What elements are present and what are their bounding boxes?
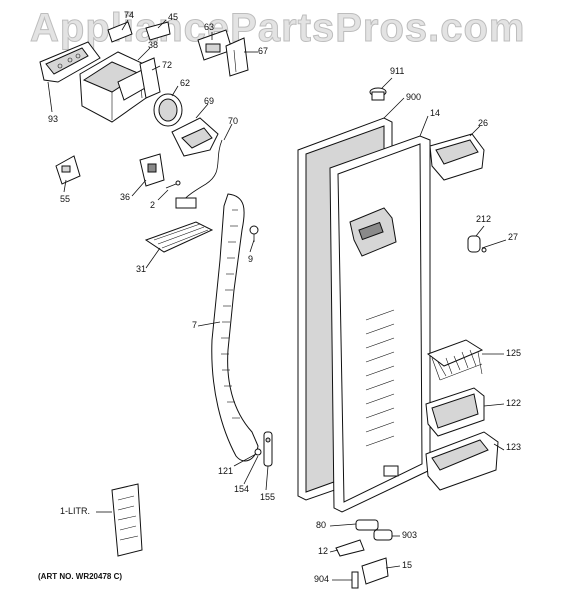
part-122-bin-bracket [425,387,485,437]
part-911-cap [369,87,387,101]
callout-36: 36 [120,192,131,202]
callout-15: 15 [402,560,413,570]
callout-31: 31 [136,264,147,274]
part-36-motor [139,153,165,187]
part-904-screw [351,571,359,589]
part-212-cap [467,235,481,253]
callout-93: 93 [48,114,59,124]
callout-55: 55 [60,194,71,204]
callout-900: 900 [406,92,422,102]
leader-lines [47,19,507,581]
callout-904: 904 [314,574,330,584]
part-31-dispenser-pad [144,221,214,253]
part-67-bracket [225,37,249,77]
part-903-valve [373,529,393,541]
callout-12: 12 [318,546,329,556]
callout-123: 123 [506,442,522,452]
part-1-litr-literature [111,483,143,557]
callout-9: 9 [248,254,254,264]
callout-38: 38 [148,40,159,50]
part-45-clip [145,21,171,41]
callout-27: 27 [508,232,519,242]
callout-212: 212 [476,214,492,224]
part-121-screw [254,448,262,456]
part-70-harness [175,139,223,209]
part-80-cap [355,519,379,531]
callout-903: 903 [402,530,418,540]
part-14-door-liner [329,135,431,513]
callout-121: 121 [218,466,234,476]
callout-125: 125 [506,348,522,358]
part-93-control-panel [39,41,101,83]
part-7-handle [211,193,259,462]
part-125-wire-shelf [426,339,484,381]
callout-911: 911 [390,66,405,76]
callout-26: 26 [478,118,489,128]
part-15-hinge-cover [361,557,389,585]
part-123-door-bin [425,431,499,491]
part-2-screw [165,180,181,189]
part-12-screw [335,539,365,557]
callout-122: 122 [506,398,522,408]
callout-80: 80 [316,520,327,530]
callout-7: 7 [192,320,198,330]
callout-62: 62 [180,78,191,88]
part-72-actuator [139,57,161,99]
part-9-screw [249,225,259,242]
part-74-bracket [107,21,133,43]
part-55-switch [55,155,81,185]
part-155-hinge [263,431,273,467]
art-number: (ART NO. WR20478 C) [38,572,123,581]
part-27-screw [481,243,495,253]
callout-2: 2 [150,200,156,210]
callout-74: 74 [124,10,135,20]
part-26-bin [429,133,485,181]
callout-1-litr: 1-LITR. [60,506,91,516]
callout-154: 154 [234,484,250,494]
callout-70: 70 [228,116,239,126]
callout-72: 72 [162,60,173,70]
callout-69: 69 [204,96,215,106]
callout-14: 14 [430,108,441,118]
callout-155: 155 [260,492,276,502]
part-62-ring [153,93,183,127]
part-69-chute [171,117,219,157]
callout-63: 63 [204,22,215,32]
callout-67: 67 [258,46,269,56]
callout-45: 45 [168,12,179,22]
